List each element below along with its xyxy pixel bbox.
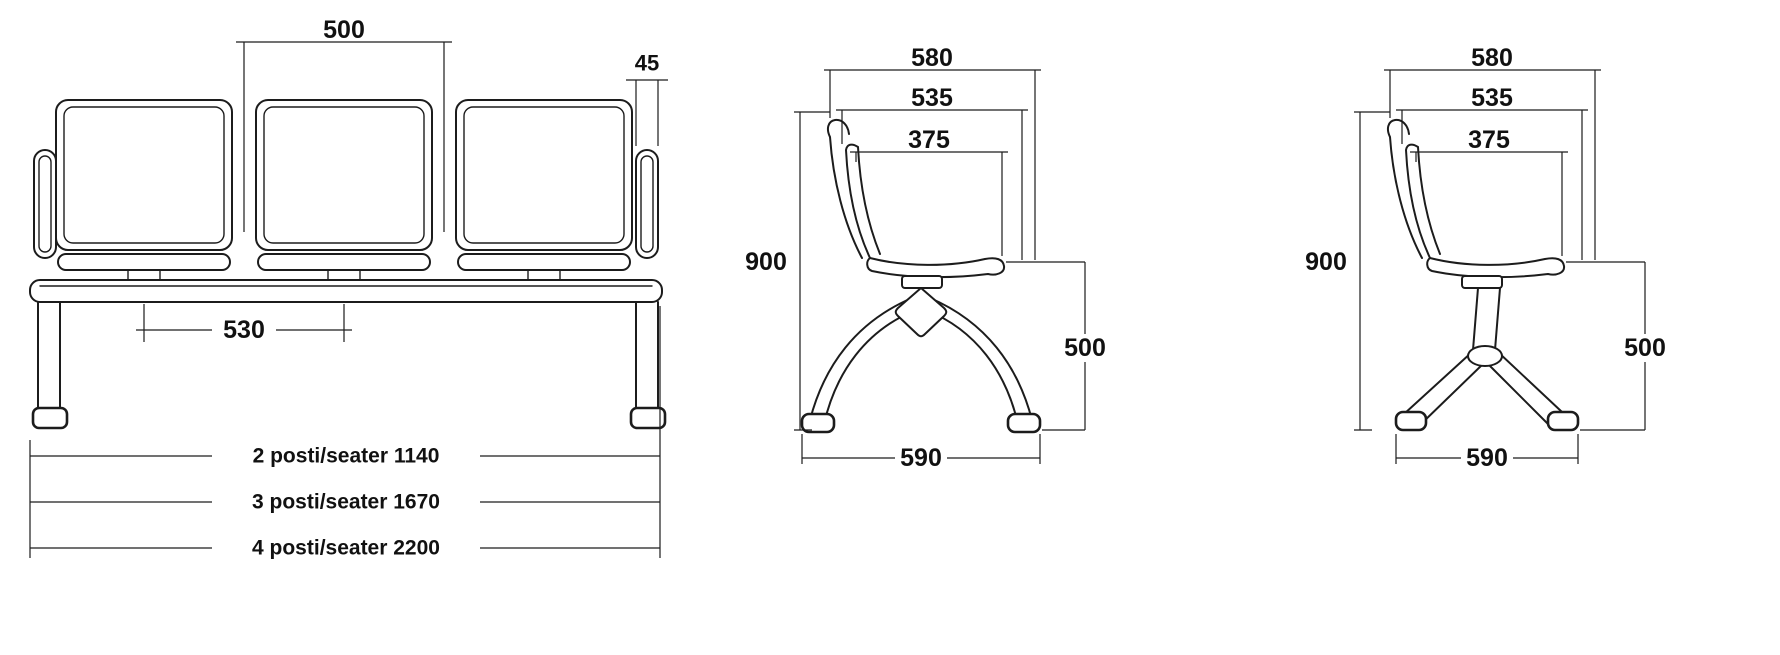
dim-label-2-seater: 2 posti/seater 1140 (253, 445, 440, 468)
dimension-swivel-height (1354, 111, 1390, 431)
dim-label-beam-base-depth: 590 (900, 444, 942, 472)
bench-seat-1 (57, 253, 231, 271)
bench-backrest-2 (255, 99, 433, 251)
swivel-chair-seat-bracket (1461, 275, 1503, 289)
swivel-chair-seat (1426, 257, 1566, 279)
beam-chair-backrest (845, 143, 881, 259)
bench-armrest-right (635, 149, 659, 259)
dimension-swivel-seat-depth (1410, 151, 1568, 256)
dimension-beam-depth-back (836, 109, 1028, 260)
beam-chair-apex-shield (894, 287, 948, 338)
swivel-chair-legs (1403, 351, 1563, 426)
dim-label-swivel-base-depth: 590 (1466, 444, 1508, 472)
bench-front-view: 500 45 530 2 posti/seater 1140 3 posti/s… (29, 16, 668, 561)
dimension-swivel-depth-overall (1384, 69, 1601, 260)
beam-chair-side-view: 580 535 375 900 500 590 (745, 44, 1111, 472)
dim-label-swivel-height: 900 (1305, 248, 1347, 276)
dimension-beam-seat-depth (850, 151, 1008, 256)
swivel-chair-foot-left (1394, 410, 1428, 432)
dim-label-4-seater: 4 posti/seater 2200 (252, 537, 440, 560)
dim-label-beam-height: 900 (745, 248, 787, 276)
swivel-chair-side-view: 580 535 375 900 500 590 (1305, 44, 1671, 472)
bench-seat-2 (257, 253, 431, 271)
bench-backrest-1 (55, 99, 233, 251)
dimension-seat-pitch-lines (236, 41, 452, 232)
swivel-chair-column (1472, 287, 1501, 351)
bench-foot-right (629, 406, 667, 430)
dim-label-beam-depth-back: 535 (911, 84, 953, 112)
dim-label-beam-seat-depth: 375 (908, 126, 950, 154)
dim-label-beam-depth-overall: 580 (911, 44, 953, 72)
swivel-chair-hub (1467, 345, 1503, 367)
beam-chair-foot-left (800, 412, 836, 434)
bench-backrest-3 (455, 99, 633, 251)
dimension-swivel-depth-back (1396, 109, 1588, 260)
beam-chair-armrest (826, 118, 863, 259)
bench-seat-3 (457, 253, 631, 271)
dimension-seater-lines (29, 306, 661, 558)
beam-chair-legs (809, 297, 1033, 425)
dim-label-swivel-seat-depth: 375 (1468, 126, 1510, 154)
bench-foot-left (31, 406, 69, 430)
bench-beam (29, 279, 663, 303)
bench-seat-mounts (127, 269, 561, 281)
dim-label-swivel-seat-height: 500 (1624, 334, 1666, 362)
swivel-chair-foot-right (1546, 410, 1580, 432)
dim-label-swivel-depth-overall: 580 (1471, 44, 1513, 72)
beam-chair-foot-right (1006, 412, 1042, 434)
dim-label-swivel-depth-back: 535 (1471, 84, 1513, 112)
dim-label-seat-pitch: 500 (323, 16, 365, 44)
dim-label-3-seater: 3 posti/seater 1670 (252, 491, 440, 514)
dimension-beam-depth-overall (824, 69, 1041, 260)
dimension-armrest-lines (626, 79, 668, 146)
dim-label-armrest-width: 45 (635, 51, 659, 76)
swivel-chair-armrest (1386, 118, 1423, 259)
dimension-beam-height (794, 111, 830, 431)
beam-chair-seat-bracket (901, 275, 943, 289)
swivel-chair-backrest (1405, 143, 1441, 259)
beam-chair-seat (866, 257, 1006, 279)
bench-armrest-left (33, 149, 57, 259)
dim-label-beam-seat-height: 500 (1064, 334, 1106, 362)
dim-label-leg-spacing: 530 (223, 316, 265, 344)
bench-legs (37, 301, 659, 411)
